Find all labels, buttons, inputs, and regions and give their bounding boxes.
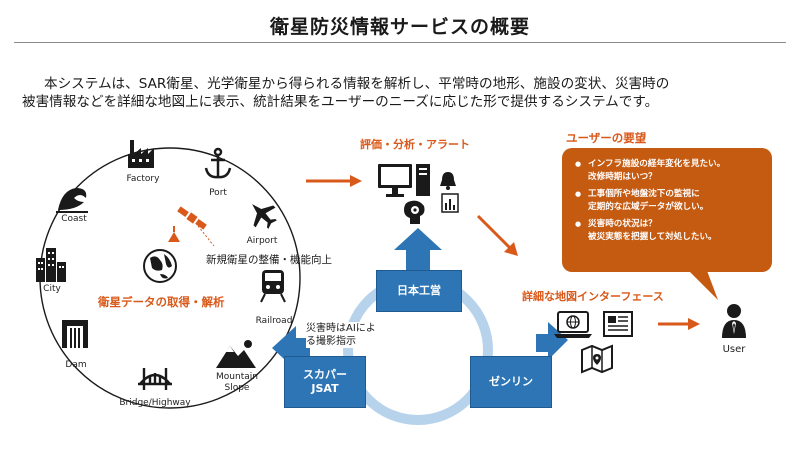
- satellite-data-heading: 衛星データの取得・解析: [98, 295, 225, 309]
- user-needs-list: インフラ施設の経年変化を見たい。 改修時期はいつ？ 工事個所や地盤沈下の監視に …: [562, 148, 772, 243]
- globe-icon: [143, 249, 177, 283]
- city-icon: [36, 248, 66, 282]
- intro-line-2: 被害情報などを詳細な地図上に表示、統計結果をユーザーのニーズに応じた形で提供する…: [22, 94, 659, 110]
- ai-note-line-1: 災害時はAIによ: [306, 323, 376, 334]
- label-mountain-slope: Mountain Slope: [212, 372, 262, 394]
- user-label: User: [722, 344, 746, 355]
- label-slope: Slope: [224, 383, 250, 393]
- arrow-right-blue: [536, 322, 568, 360]
- user-needs-heading: ユーザーの要望: [566, 131, 647, 145]
- user-need-item: 災害時の状況は？ 被災実態を把握して対処したい。: [575, 218, 764, 243]
- user-need-item: インフラ施設の経年変化を見たい。 改修時期はいつ？: [575, 158, 764, 183]
- evaluation-heading: 評価・分析・アラート: [360, 138, 470, 151]
- ai-note-line-2: る撮影指示: [306, 336, 356, 347]
- label-bridge-highway: Bridge/Highway: [119, 398, 191, 408]
- user-needs-bubble: インフラ施設の経年変化を見たい。 改修時期はいつ？ 工事個所や地盤沈下の監視に …: [562, 148, 772, 272]
- nippon-koei-box: 日本工営: [376, 270, 462, 312]
- satellite-icon: [177, 206, 207, 230]
- dam-icon: [62, 320, 88, 348]
- factory-icon: [128, 140, 154, 168]
- new-satellite-note: 新規衛星の整備・機能向上: [206, 254, 332, 266]
- wave-icon: [56, 188, 88, 213]
- arrow-to-map: [476, 214, 518, 256]
- label-railroad: Railroad: [255, 316, 293, 326]
- ai-instruction-note: 災害時はAIによ る撮影指示: [306, 322, 376, 348]
- jsat-label: JSAT: [311, 382, 339, 395]
- mountain-icon: [216, 340, 256, 368]
- laptop-globe-icon: [554, 311, 592, 338]
- user-icon: [722, 304, 746, 338]
- needs-bubble-tail: [686, 268, 718, 300]
- zenrin-box: ゼンリン: [470, 356, 552, 408]
- sky-perfect-label: スカパー: [303, 368, 347, 381]
- train-icon: [260, 270, 286, 303]
- alert-bell-icon: [440, 172, 456, 190]
- satellite-beam: [197, 225, 215, 247]
- intro-line-1: 本システムは、SAR衛星、光学衛星から得られる情報を解析し、平常時の地形、施設の…: [44, 76, 670, 92]
- arrow-left-blue: [272, 326, 310, 370]
- label-port: Port: [209, 188, 227, 198]
- airplane-icon: [252, 204, 277, 229]
- report-chart-icon: [441, 193, 459, 213]
- sky-perfect-jsat-box: スカパー JSAT: [284, 356, 366, 408]
- label-city: City: [43, 284, 61, 294]
- anchor-icon: [204, 147, 232, 179]
- page-title: 衛星防災情報サービスの概要: [269, 16, 530, 38]
- label-airport: Airport: [246, 236, 278, 246]
- folded-map-icon: [581, 344, 613, 374]
- brain-gear-icon: [404, 200, 425, 224]
- arrow-to-user: [658, 318, 700, 330]
- user-need-item: 工事個所や地盤沈下の監視に 定期的な広域データが欲しい。: [575, 188, 764, 213]
- title-divider: [14, 42, 786, 43]
- antenna-icon: [168, 226, 180, 242]
- label-mountain: Mountain: [216, 372, 258, 382]
- label-dam: Dam: [65, 360, 87, 370]
- arrow-up-blue: [394, 228, 442, 270]
- arrow-to-evaluation: [306, 175, 362, 187]
- bridge-icon: [138, 368, 172, 390]
- computer-icon: [378, 164, 412, 197]
- document-icon: [603, 311, 633, 337]
- label-factory: Factory: [126, 174, 160, 184]
- server-tower-icon: [416, 164, 430, 196]
- map-interface-heading: 詳細な地図インターフェース: [522, 290, 664, 303]
- label-coast: Coast: [61, 214, 87, 224]
